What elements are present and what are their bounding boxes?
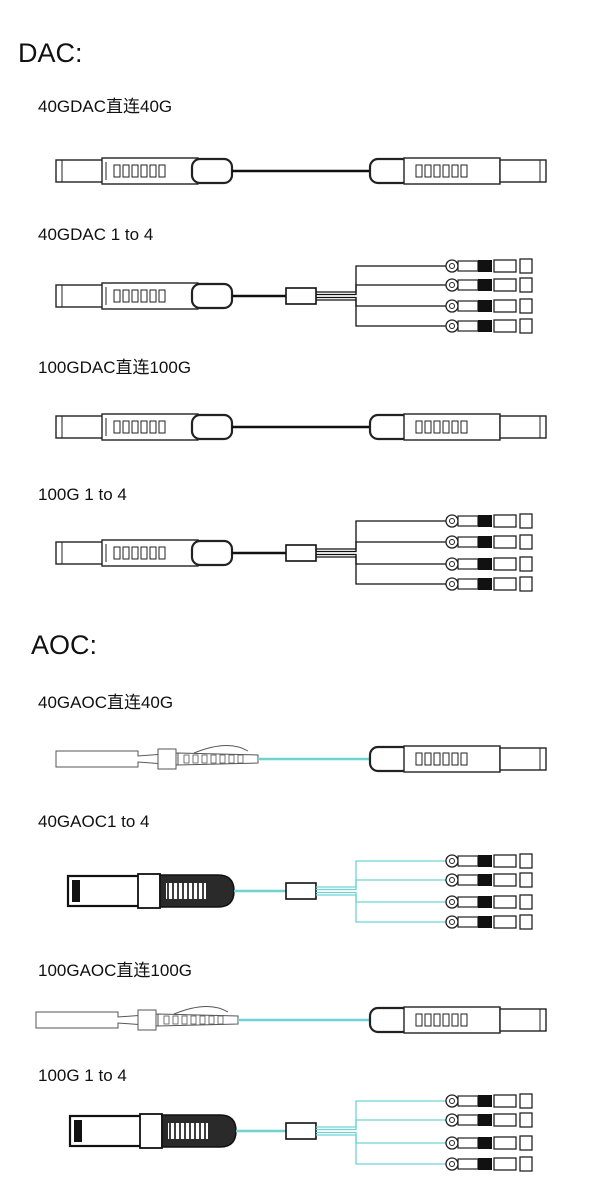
sfp-connector-2 — [445, 872, 533, 888]
diagram-label-40g-dac-direct: 40GDAC直连40G — [38, 97, 173, 116]
splitter-box — [285, 1122, 317, 1140]
diagram-label-100g-aoc-breakout: 100G 1 to 4 — [38, 1066, 127, 1085]
breakout-leg — [339, 1119, 446, 1131]
sfp-connector-1 — [445, 258, 533, 274]
qsfp-module-left — [55, 157, 234, 185]
sfp-connector-4 — [445, 318, 533, 334]
qsfp-module-left — [55, 282, 234, 310]
sfp-connector-4 — [445, 914, 533, 930]
qsfp-module-right — [368, 1006, 547, 1034]
breakout-leg — [336, 1100, 446, 1128]
breakout-leg — [345, 894, 446, 923]
splitter-box — [285, 287, 317, 305]
qsfp-module-left — [55, 413, 234, 441]
qsfp-module-left — [55, 539, 234, 567]
diagram-label-100g-aoc-direct: 100GAOC直连100G — [38, 961, 193, 980]
diagram-label-100g-dac-breakout: 100G 1 to 4 — [38, 485, 127, 504]
breakout-leg — [342, 1131, 446, 1144]
sfp-connector-4 — [445, 576, 533, 592]
qsfp-module-right — [368, 413, 547, 441]
sfp-connector-1 — [445, 853, 533, 869]
sfp-connector-1 — [445, 1093, 533, 1109]
breakout-leg — [336, 860, 446, 888]
splitter-box — [285, 882, 317, 900]
breakout-leg — [345, 556, 446, 585]
sfp-connector-3 — [445, 1135, 533, 1151]
breakout-assembly — [285, 860, 446, 923]
breakout-leg — [339, 541, 446, 553]
sfp-connector-3 — [445, 556, 533, 572]
breakout-leg — [339, 879, 446, 891]
diagram-label-40g-aoc-breakout: 40GAOC1 to 4 — [38, 812, 150, 831]
breakout-leg — [342, 553, 446, 565]
sfp-connector-4 — [445, 1156, 533, 1172]
diagram-label-100g-dac-direct: 100GDAC直连100G — [38, 358, 192, 377]
sfp-connector-3 — [445, 894, 533, 910]
breakout-leg — [336, 265, 446, 293]
breakout-leg — [342, 891, 446, 903]
breakout-assembly — [285, 520, 446, 585]
diagram-label-40g-aoc-direct: 40GAOC直连40G — [38, 693, 174, 712]
aoc-module-left — [55, 745, 259, 770]
breakout-leg — [345, 299, 446, 327]
breakout-assembly — [285, 1100, 446, 1165]
breakout-leg — [336, 520, 446, 550]
sfp-connector-2 — [445, 277, 533, 293]
diagram-label-40g-dac-breakout: 40GDAC 1 to 4 — [38, 225, 154, 244]
splitter-box — [285, 544, 317, 562]
breakout-leg — [339, 284, 446, 296]
aoc-section-heading: AOC: — [31, 630, 98, 660]
breakout-assembly — [285, 265, 446, 327]
sfp-connector-1 — [445, 513, 533, 529]
sfp-connector-2 — [445, 534, 533, 550]
dac-section-heading: DAC: — [18, 38, 83, 68]
qsfp-module-right — [368, 157, 547, 185]
sfp-connector-3 — [445, 298, 533, 314]
qsfp-module-right — [368, 745, 547, 773]
breakout-leg — [345, 1134, 446, 1165]
breakout-leg — [342, 296, 446, 307]
aoc-module-left — [35, 1006, 239, 1031]
aoc-module-left — [66, 873, 235, 909]
sfp-connector-2 — [445, 1112, 533, 1128]
aoc-module-left — [68, 1113, 237, 1149]
